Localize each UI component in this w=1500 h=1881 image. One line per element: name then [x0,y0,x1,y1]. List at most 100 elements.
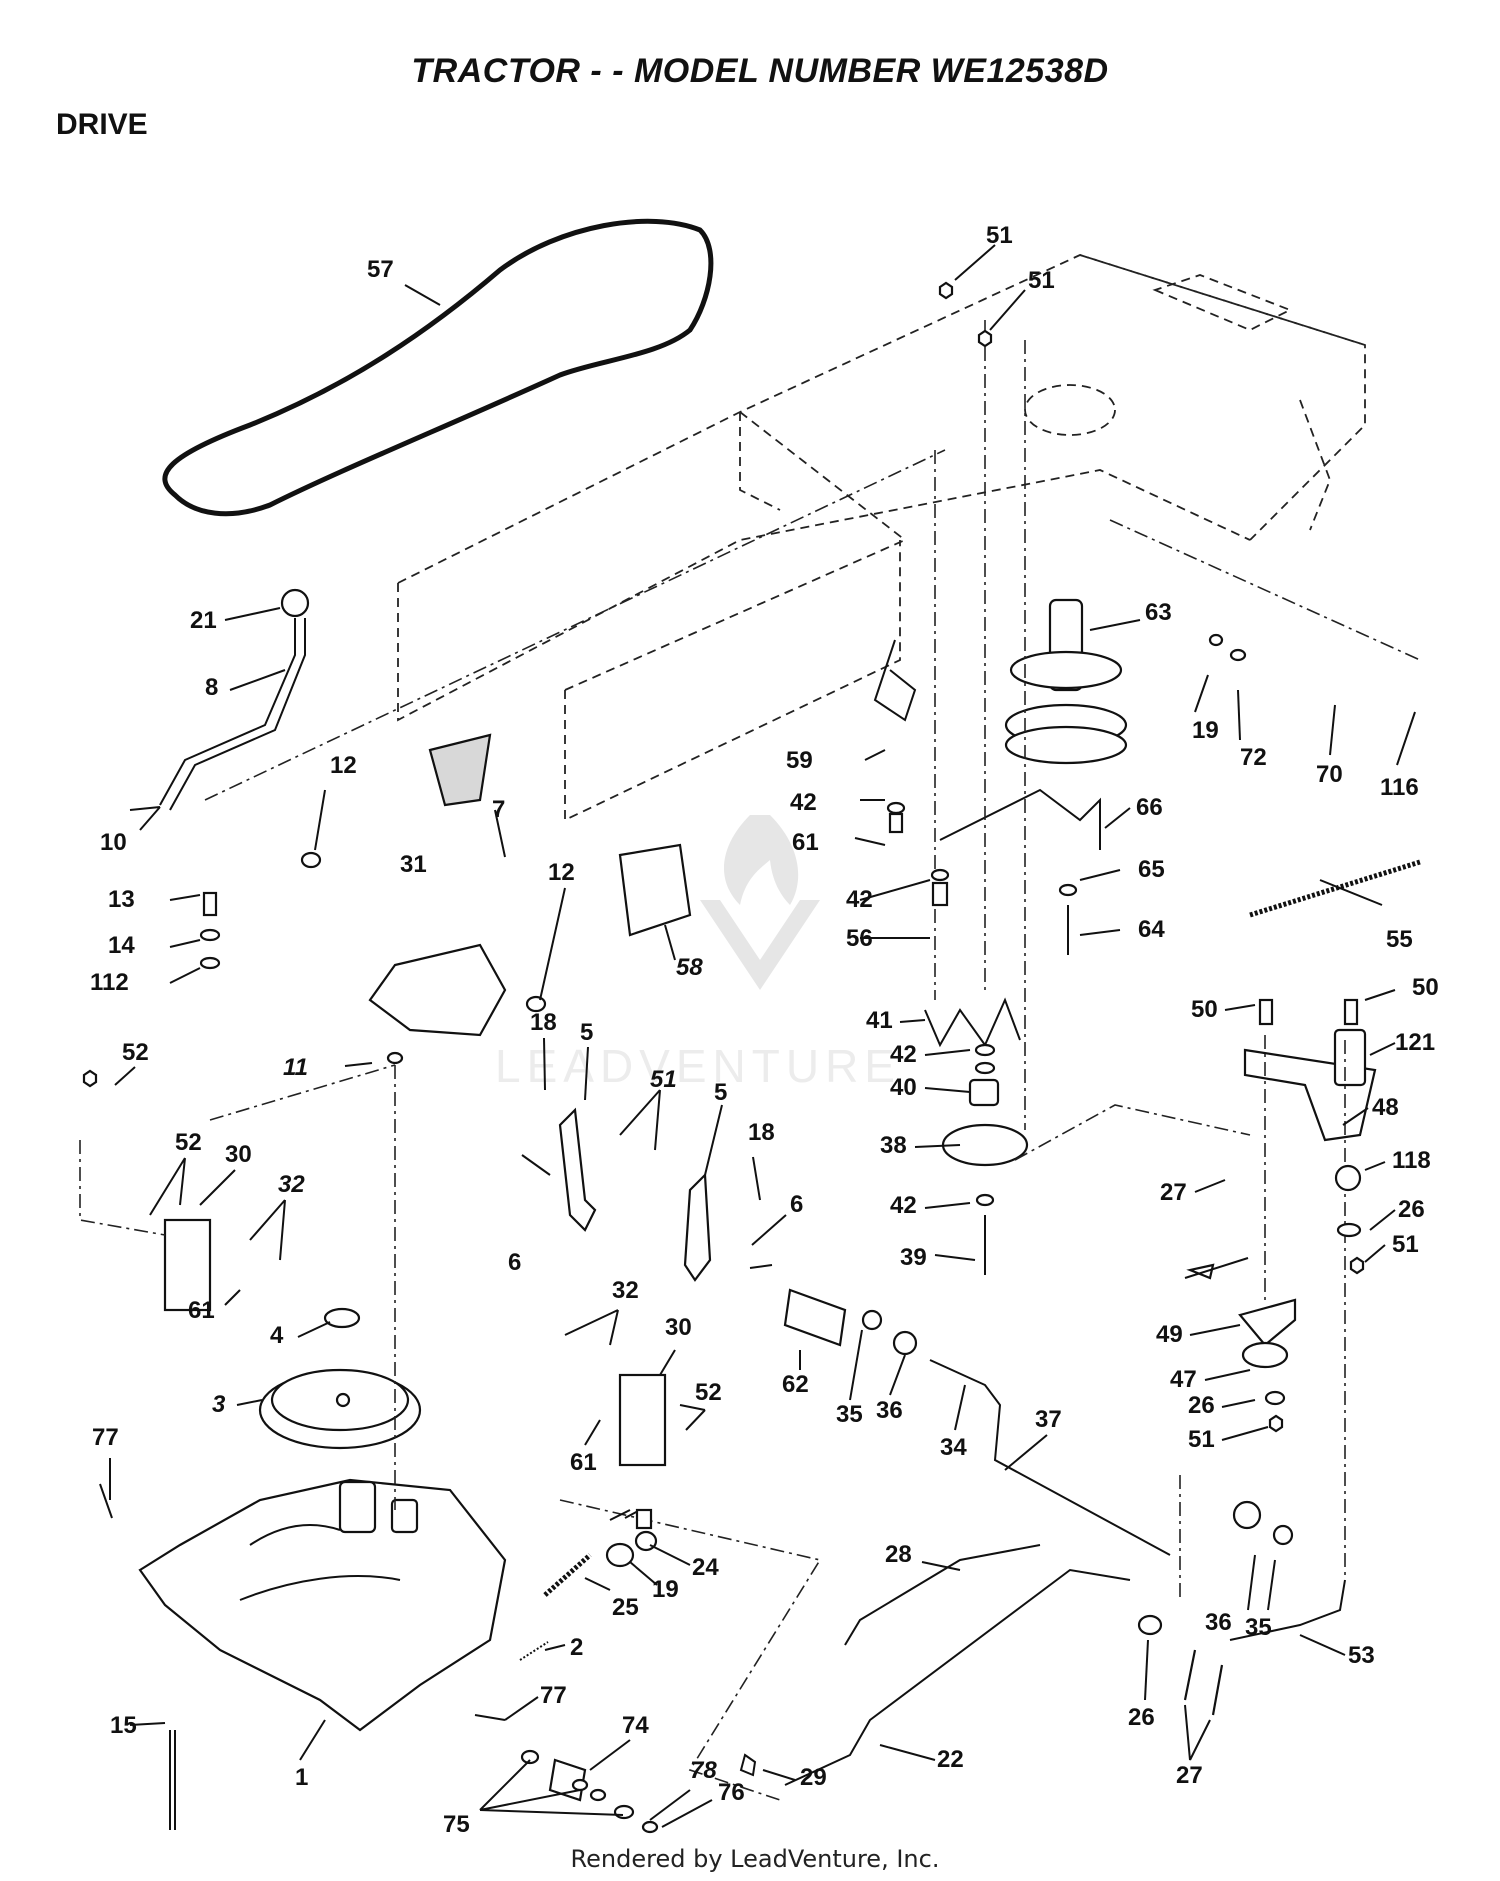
callout-51-d: 51 [1188,1426,1215,1453]
callout-26-a: 26 [1398,1196,1425,1223]
callout-30-a: 30 [225,1141,252,1168]
callout-36-a: 36 [876,1397,903,1424]
callout-121: 121 [1395,1029,1435,1056]
callout-11: 11 [283,1054,308,1081]
callout-112: 112 [90,969,129,996]
callout-27-b: 27 [1176,1762,1203,1789]
callout-41: 41 [866,1007,893,1034]
callout-72: 72 [1240,744,1267,771]
callout-35-a: 35 [836,1401,863,1428]
callout-32-b: 32 [612,1277,639,1304]
callout-5-a: 5 [580,1019,593,1046]
callout-52-a: 52 [122,1039,149,1066]
callout-40: 40 [890,1074,917,1101]
callout-116: 116 [1380,774,1419,801]
part-62-bushing [783,1288,847,1347]
callout-37: 37 [1035,1406,1062,1433]
callout-56: 56 [846,925,873,952]
callout-55: 55 [1386,926,1413,953]
callout-34: 34 [940,1434,967,1461]
callout-65: 65 [1138,856,1165,883]
callout-51-a: 51 [986,222,1013,249]
part-59-hook [873,639,917,722]
part-121-spacer [1333,1028,1367,1087]
part-53-rod [1229,1579,1346,1641]
callout-51-c: 51 [1392,1231,1419,1258]
part-57-drive-belt [162,218,714,517]
part-25-spring [543,1553,592,1597]
part-66-rod [939,788,1101,850]
part-41-clip [924,997,1021,1048]
callout-61-c: 61 [570,1449,597,1476]
callout-42-b: 42 [846,886,873,913]
callout-48: 48 [1372,1094,1399,1121]
callout-leaders [109,244,1416,1828]
leader-lines [79,320,1421,1801]
callout-51-b: 51 [1028,267,1055,294]
part-30-plate-left [163,1218,212,1312]
callout-13: 13 [108,886,135,913]
callout-26-b: 26 [1188,1392,1215,1419]
callout-53: 53 [1348,1642,1375,1669]
callout-28: 28 [885,1541,912,1568]
part-1-transaxle [138,1478,507,1732]
part-55-spring [1249,859,1421,918]
callout-74: 74 [622,1712,649,1739]
callout-52-c: 52 [695,1379,722,1406]
callout-8: 8 [205,674,218,701]
callout-35-b: 35 [1245,1614,1272,1641]
callout-14: 14 [108,932,135,959]
callout-31: 31 [400,851,427,878]
callout-18-b: 18 [748,1119,775,1146]
footer-credit: Rendered by LeadVenture, Inc. [570,1845,940,1873]
callout-59: 59 [786,747,813,774]
part-63-idler-pulley [1004,598,1128,765]
callout-61-a: 61 [792,829,819,856]
callout-64: 64 [1138,916,1165,943]
section-heading: DRIVE [56,108,148,141]
callout-50-a: 50 [1191,996,1218,1023]
callout-10: 10 [100,829,127,856]
callout-3: 3 [212,1391,226,1418]
callout-32-a: 32 [278,1171,305,1198]
callout-66: 66 [1136,794,1163,821]
part-8-shift-lever [159,588,310,811]
callout-5-b: 5 [714,1079,727,1106]
callout-12-a: 12 [330,752,357,779]
callout-51-e: 51 [650,1066,677,1093]
callout-19-b: 19 [652,1576,679,1603]
callout-118: 118 [1392,1147,1431,1174]
part-40-spacer [968,1078,1000,1107]
callout-61-b: 61 [188,1297,215,1324]
callout-19-a: 19 [1192,717,1219,744]
callout-4: 4 [270,1322,284,1349]
callout-50-b: 50 [1412,974,1439,1001]
callout-25: 25 [612,1594,639,1621]
watermark-text: LEADVENTURE [495,1040,901,1092]
callout-6-a: 6 [790,1191,803,1218]
callout-42-a: 42 [790,789,817,816]
part-28-rod [844,1544,1041,1646]
callout-70: 70 [1316,761,1343,788]
tractor-frame [397,254,1366,822]
callout-30-b: 30 [665,1314,692,1341]
callout-75: 75 [443,1811,470,1838]
part-7-mounting-bracket [368,943,507,1037]
part-30-plate-right [618,1373,667,1467]
callout-78: 78 [690,1757,717,1784]
callout-29: 29 [800,1764,827,1791]
callout-76: 76 [718,1779,745,1806]
callout-2: 2 [570,1634,583,1661]
callout-58: 58 [676,954,703,981]
part-22-rod [784,1568,1131,1786]
fasteners [82,281,1365,1834]
callout-labels: 57 51 51 63 21 8 12 31 7 10 13 14 112 12… [90,222,1439,1838]
part-5-bracket-left [558,1107,597,1232]
callout-21: 21 [190,607,217,634]
page-title: TRACTOR - - MODEL NUMBER WE12538D [411,52,1109,90]
callout-42-d: 42 [890,1192,917,1219]
callout-52-b: 52 [175,1129,202,1156]
callout-36-b: 36 [1205,1609,1232,1636]
callout-15: 15 [110,1712,137,1739]
